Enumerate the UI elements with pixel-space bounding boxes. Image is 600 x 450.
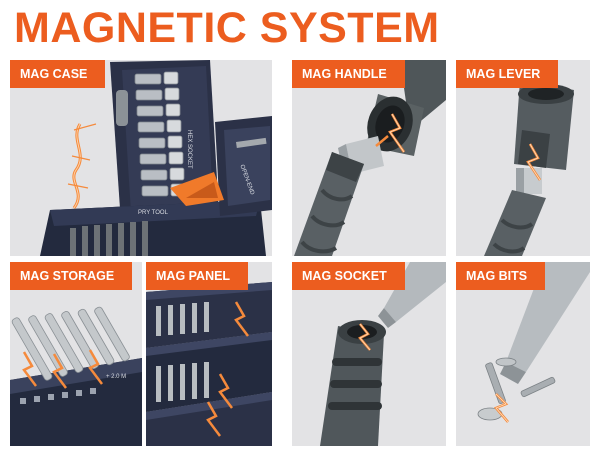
mag-socket-label: MAG SOCKET <box>292 262 405 290</box>
mag-case-panel: MAG CASE HEX SOCKET PRY TOOL OPEN-END <box>10 60 272 256</box>
mag-handle-label: MAG HANDLE <box>292 60 405 88</box>
tool-case-image <box>10 60 272 256</box>
mag-socket-panel: MAG SOCKET <box>292 262 446 446</box>
mag-lever-panel: MAG LEVER <box>456 60 590 256</box>
hex-socket-label: HEX SOCKET <box>186 130 192 169</box>
mag-panel-label: MAG PANEL <box>146 262 249 290</box>
storage-marker-label: + 2.0 M <box>106 374 127 380</box>
mag-storage-panel: MAG STORAGE + 2.0 M <box>10 262 142 446</box>
page-title: MAGNETIC SYSTEM <box>14 4 440 52</box>
mag-bits-panel: MAG BITS <box>456 262 590 446</box>
socket-adapter-image <box>292 262 446 446</box>
screwdriver-handle-image <box>292 60 446 256</box>
mag-storage-label: MAG STORAGE <box>10 262 133 290</box>
bits-and-screws-image <box>456 262 590 446</box>
mag-case-label: MAG CASE <box>10 60 106 88</box>
mag-handle-panel: MAG HANDLE <box>292 60 446 256</box>
bit-storage-image <box>10 262 142 446</box>
extension-lever-image <box>456 60 590 256</box>
mag-bits-label: MAG BITS <box>456 262 546 290</box>
mag-panel-panel: MAG PANEL <box>146 262 272 446</box>
magnetic-panel-image <box>146 262 272 446</box>
pry-tool-label: PRY TOOL <box>138 210 168 216</box>
mag-lever-label: MAG LEVER <box>456 60 559 88</box>
